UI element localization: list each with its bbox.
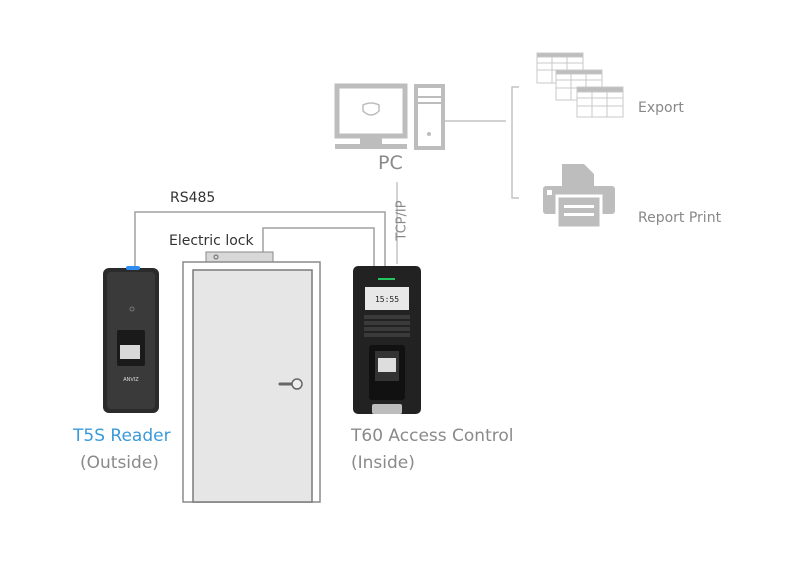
controller-name: T60 Access Control: [351, 426, 514, 446]
tcpip-label: TCP/IP: [394, 200, 410, 241]
electric-lock-label: Electric lock: [169, 233, 254, 249]
monitor-icon: [334, 83, 408, 149]
output-bracket: [445, 86, 519, 199]
reader-brand-logo: ANVIZ: [123, 377, 139, 383]
controller-screen-time: 15:55: [375, 295, 399, 304]
rs485-wire: [134, 211, 386, 266]
electric-lock-icon: [205, 251, 274, 263]
t5s-reader-device: ANVIZ: [103, 266, 159, 413]
printer-icon: [543, 164, 615, 230]
pc-tower-icon: [414, 84, 445, 150]
door-icon: [182, 261, 321, 503]
reader-name: T5S Reader: [73, 426, 171, 446]
lock-wire: [262, 227, 375, 266]
rs485-label: RS485: [170, 190, 216, 206]
reader-location: (Outside): [80, 453, 159, 473]
controller-location: (Inside): [351, 453, 415, 473]
export-label: Export: [638, 100, 684, 116]
pc-label: PC: [378, 152, 403, 174]
spreadsheet-icon: [536, 52, 624, 118]
report-print-label: Report Print: [638, 210, 722, 226]
t60-controller-device: 15:55: [353, 266, 421, 414]
